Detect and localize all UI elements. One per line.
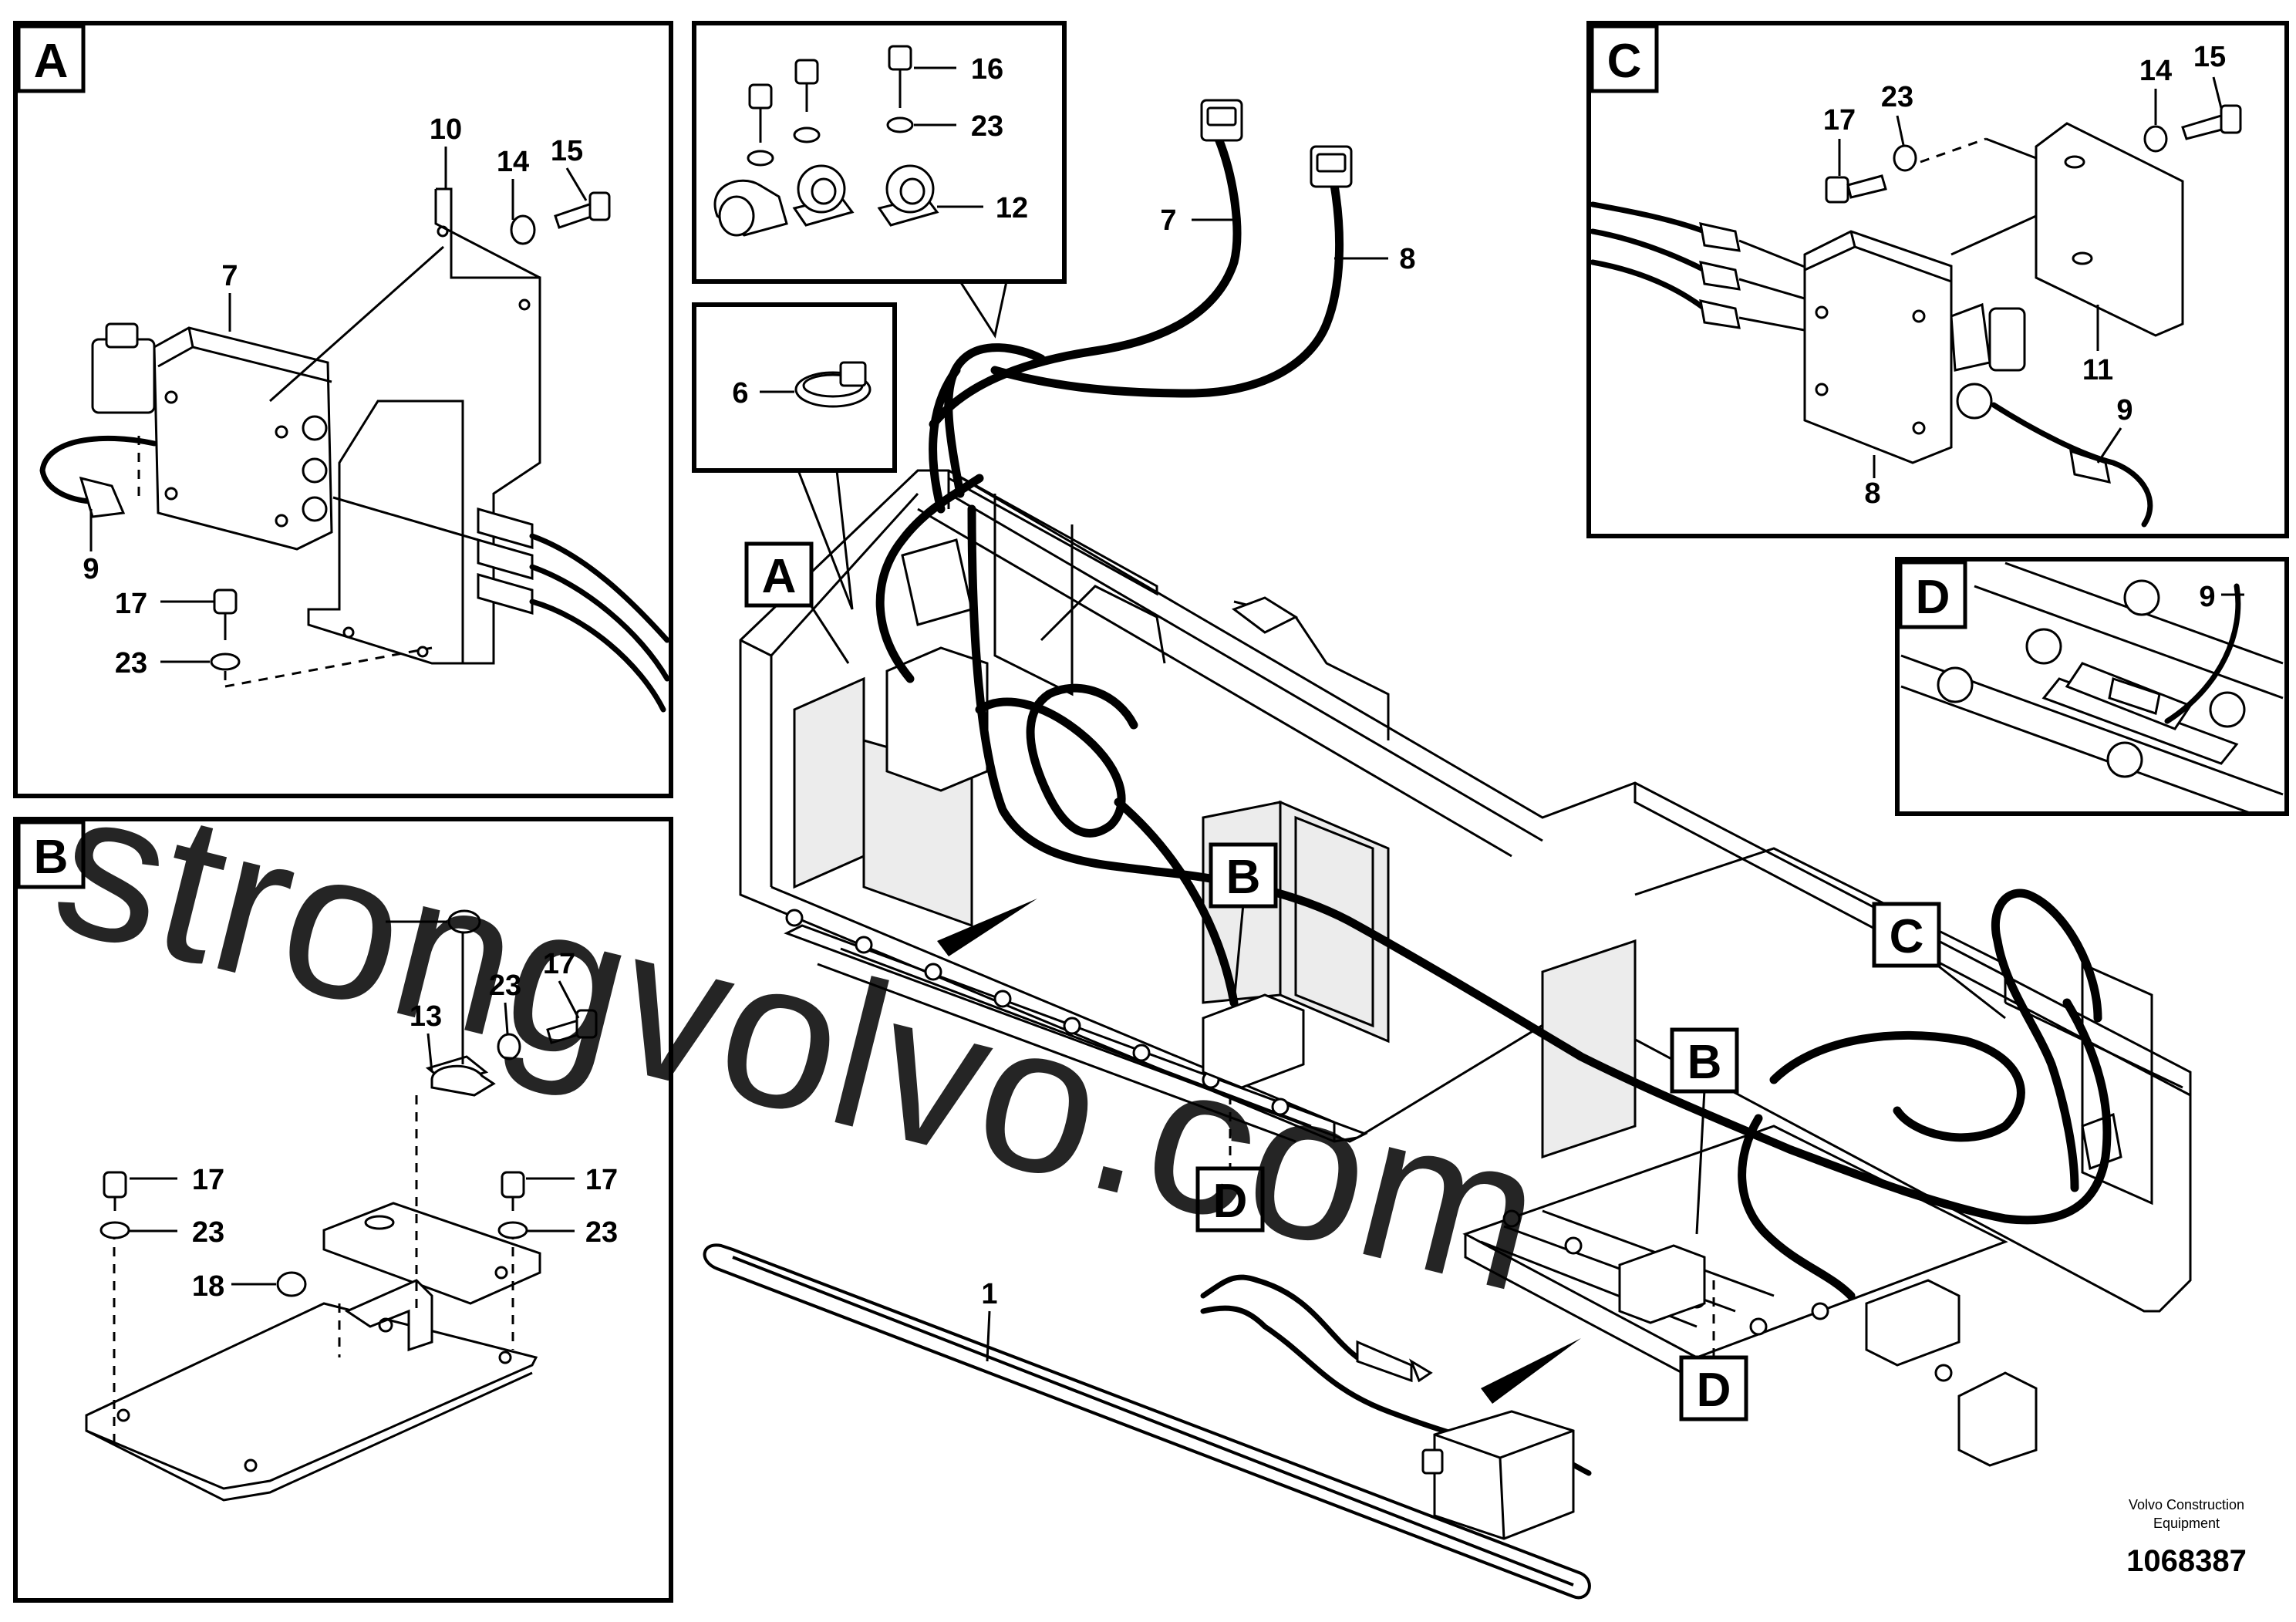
svg-text:C: C bbox=[1890, 910, 1924, 963]
panel-c-frame bbox=[1586, 21, 2289, 538]
sensor-unit bbox=[1200, 1274, 1592, 1540]
callout-15-c: 15 bbox=[2193, 41, 2226, 73]
callout-8-c: 8 bbox=[1864, 477, 1880, 510]
main-assembly: 7 8 A B D C B bbox=[739, 99, 2192, 1467]
view-tag-d-1: D bbox=[1195, 1095, 1265, 1233]
footer: Volvo Construction Equipment 1068387 bbox=[2126, 1497, 2247, 1578]
view-tag-b-1: B bbox=[1209, 842, 1278, 1003]
panel-d-frame bbox=[1895, 557, 2289, 816]
view-tag-c: C bbox=[1872, 902, 2006, 1020]
callout-8-main: 8 bbox=[1399, 243, 1415, 275]
view-tag-a: A bbox=[744, 541, 850, 664]
panel-b-tag: B bbox=[34, 831, 69, 884]
mounting-plate-11 bbox=[2035, 122, 2184, 337]
callout-9-d: 9 bbox=[2199, 581, 2215, 613]
clamps-frame bbox=[692, 21, 1067, 284]
panel-a-tag-box bbox=[16, 24, 86, 93]
detail-panel-b: B bbox=[13, 817, 673, 1603]
callout-14-c: 14 bbox=[2139, 55, 2172, 87]
panel-a-frame bbox=[13, 21, 673, 798]
callout-23: 23 bbox=[115, 647, 147, 679]
detail-panel-c: C bbox=[1586, 21, 2289, 538]
callout-9: 9 bbox=[83, 553, 99, 585]
panel-d-tag: D bbox=[1916, 571, 1950, 624]
panel-c-tag-box bbox=[1590, 24, 1659, 93]
company-line-1: Volvo Construction bbox=[2129, 1497, 2244, 1512]
callout-23-c: 23 bbox=[1881, 81, 1913, 113]
callout-7: 7 bbox=[221, 260, 238, 292]
callout-23-left: 23 bbox=[192, 1216, 224, 1249]
callout-17-b: 17 bbox=[543, 948, 575, 980]
direction-arrow-2 bbox=[1481, 1338, 1581, 1404]
harness-8 bbox=[967, 504, 2112, 1225]
harness-a-loop bbox=[875, 474, 984, 683]
tie-frame bbox=[692, 302, 897, 473]
callout-10: 10 bbox=[430, 113, 462, 146]
control-box-7 bbox=[91, 322, 333, 551]
panel-a-tag: A bbox=[34, 35, 69, 88]
view-tag-d-2: D bbox=[1679, 1280, 1748, 1421]
svg-text:B: B bbox=[1226, 851, 1261, 904]
view-tag-b-2: B bbox=[1670, 1027, 1739, 1235]
svg-text:B: B bbox=[1687, 1036, 1722, 1089]
mounting-bracket bbox=[307, 187, 541, 665]
control-box-8 bbox=[1803, 230, 2026, 464]
callout-17-c: 17 bbox=[1823, 104, 1856, 137]
bolt-heads bbox=[1937, 579, 2246, 778]
company-line-2: Equipment bbox=[2153, 1516, 2220, 1531]
callout-9-c: 9 bbox=[2116, 394, 2132, 427]
clamp-13 bbox=[430, 1064, 496, 1097]
detail-panel-tie: 6 bbox=[692, 302, 897, 610]
base-plate bbox=[85, 1302, 538, 1490]
detail-panel-d: D 9 bbox=[1895, 557, 2289, 816]
direction-arrow-1 bbox=[937, 899, 1037, 956]
panel-b-tag-box bbox=[16, 820, 86, 889]
panel-d-tag-box bbox=[1898, 560, 1967, 629]
callout-6: 6 bbox=[732, 377, 748, 410]
small-plate bbox=[322, 1202, 541, 1305]
bent-clip bbox=[344, 1279, 433, 1352]
callout-14: 14 bbox=[497, 146, 529, 178]
callout-17: 17 bbox=[115, 588, 147, 620]
connectors bbox=[477, 508, 670, 713]
callout-23-clamps: 23 bbox=[971, 110, 1003, 143]
panel-b-frame bbox=[13, 817, 673, 1603]
callout-23-right: 23 bbox=[585, 1216, 618, 1249]
chassis-outline bbox=[739, 469, 2192, 1313]
callout-18: 18 bbox=[192, 1270, 224, 1303]
svg-text:D: D bbox=[1213, 1175, 1248, 1228]
callout-12: 12 bbox=[996, 192, 1028, 224]
callout-23-b: 23 bbox=[489, 969, 521, 1002]
callout-7-main: 7 bbox=[1160, 204, 1176, 237]
svg-text:D: D bbox=[1697, 1364, 1731, 1417]
callout-15: 15 bbox=[551, 135, 583, 167]
callout-11: 11 bbox=[2082, 354, 2113, 386]
cable-1: 1 bbox=[703, 1243, 1591, 1600]
detail-panel-a: A bbox=[13, 21, 673, 798]
callout-17-left: 17 bbox=[192, 1164, 224, 1196]
callout-13: 13 bbox=[410, 1000, 442, 1033]
detail-panel-clamps: 16 23 12 bbox=[692, 21, 1067, 339]
callout-17-right: 17 bbox=[585, 1164, 618, 1196]
drawing-number: 1068387 bbox=[2126, 1544, 2247, 1578]
callout-16: 16 bbox=[971, 53, 1003, 86]
callout-1: 1 bbox=[981, 1278, 997, 1310]
panel-c-tag: C bbox=[1607, 35, 1642, 88]
svg-text:A: A bbox=[762, 550, 797, 603]
